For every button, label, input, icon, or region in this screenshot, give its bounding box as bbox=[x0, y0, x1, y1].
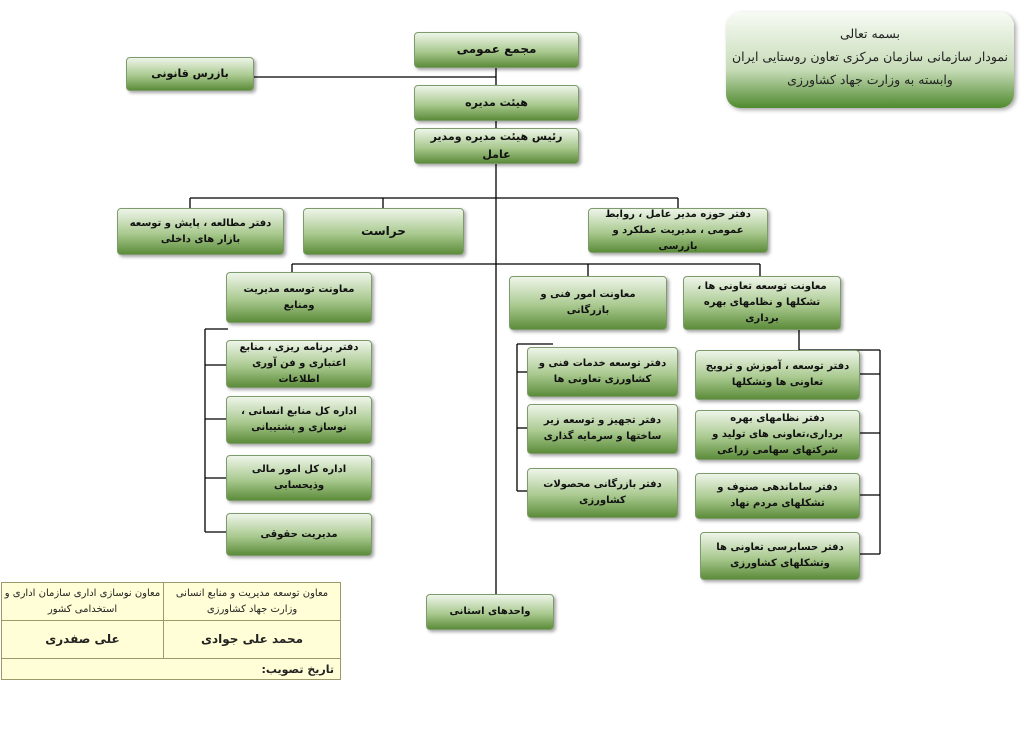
node-security[interactable]: حراست bbox=[303, 208, 464, 255]
approval-date-label: تاریخ تصویب: bbox=[261, 662, 334, 676]
header-line-1: بسمه تعالی bbox=[839, 26, 901, 41]
node-planning-office[interactable]: دفتر برنامه ریزی ، منابع اعتباری و فن آو… bbox=[226, 340, 372, 388]
node-finance-directorate[interactable]: اداره کل امور مالی وذیحسابی bbox=[226, 455, 372, 501]
node-chairman-ceo[interactable]: رئیس هیئت مدیره ومدیر عامل bbox=[414, 128, 579, 164]
node-technical-services-office[interactable]: دفتر توسعه خدمات فنی و کشاورزی تعاونی ها bbox=[527, 347, 678, 397]
node-provincial-units[interactable]: واحدهای استانی bbox=[426, 594, 554, 630]
node-commerce-office[interactable]: دفتر بازرگانی محصولات کشاورزی bbox=[527, 468, 678, 518]
header-line-2: نمودار سازمانی سازمان مرکزی تعاون روستای… bbox=[731, 49, 1009, 64]
node-deputy-management[interactable]: معاونت توسعه مدیریت ومنابع bbox=[226, 272, 372, 323]
node-domestic-market-office[interactable]: دفتر مطالعه ، پایش و توسعه بازار های داخ… bbox=[117, 208, 284, 255]
node-general-assembly[interactable]: مجمع عمومی bbox=[414, 32, 579, 68]
node-infrastructure-office[interactable]: دفتر تجهیز و توسعه زیر ساختها و سرمایه گ… bbox=[527, 404, 678, 454]
approval-table: معاون توسعه مدیریت و منابع انسانی وزارت … bbox=[1, 582, 341, 680]
node-deputy-cooperatives[interactable]: معاونت توسعه تعاونی ها ، تشکلها و نظامها… bbox=[683, 276, 841, 330]
node-exploitation-office[interactable]: دفتر نظامهای بهره برداری،تعاونی های تولی… bbox=[695, 410, 860, 460]
node-audit-office[interactable]: دفتر حسابرسی تعاونی ها وتشکلهای کشاورزی bbox=[700, 532, 860, 580]
node-ceo-office[interactable]: دفتر حوزه مدیر عامل ، روابط عمومی ، مدیر… bbox=[588, 208, 768, 253]
approval-right-name: محمد علی جوادی bbox=[200, 631, 304, 646]
header-line-3: وابسته به وزارت جهاد کشاورزی bbox=[787, 72, 953, 87]
node-guilds-office[interactable]: دفتر ساماندهی صنوف و تشکلهای مردم نهاد bbox=[695, 473, 860, 519]
approval-left-name: علی صفدری bbox=[45, 631, 120, 646]
approval-right-title: معاون توسعه مدیریت و منابع انسانی وزارت … bbox=[175, 587, 329, 615]
node-hr-directorate[interactable]: اداره کل منابع انسانی ، نوسازی و پشتیبان… bbox=[226, 396, 372, 444]
node-legal-inspector[interactable]: بازرس قانونی bbox=[126, 57, 254, 91]
node-deputy-technical[interactable]: معاونت امور فنی و بازرگانی bbox=[509, 276, 667, 330]
node-coop-training-office[interactable]: دفتر توسعه ، آموزش و ترویج تعاونی ها وتش… bbox=[695, 350, 860, 400]
node-legal-management[interactable]: مدیریت حقوقی bbox=[226, 513, 372, 556]
node-board[interactable]: هیئت مدیره bbox=[414, 85, 579, 121]
chart-title-header: بسمه تعالی نمودار سازمانی سازمان مرکزی ت… bbox=[726, 12, 1014, 108]
approval-left-title: معاون نوسازی اداری سازمان اداری و استخدا… bbox=[4, 587, 161, 615]
